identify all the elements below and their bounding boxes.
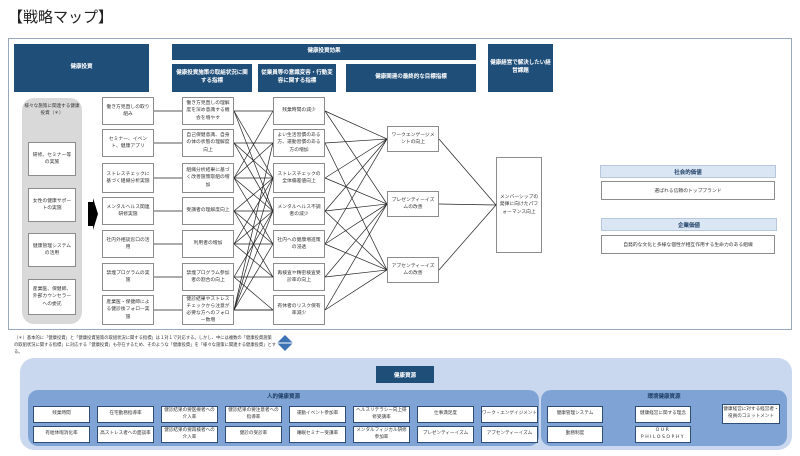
measure-col3-item: よい生活習慣のある方、運動習慣のある方の増加	[273, 129, 325, 157]
double-arrow-icon	[277, 335, 293, 351]
env-resources-title: 環境健康資源	[647, 394, 681, 400]
human-resource-item: 健診の受診率	[225, 426, 282, 443]
measure-col3-item: 再検査や精密検査受診率の向上	[273, 263, 325, 291]
measure-col1-item: メンタルヘルス関連研修実施	[102, 197, 154, 225]
target-item: ワークエンゲージメントの向上	[387, 126, 439, 152]
human-resource-item: 健診結果の要注意者への指導率	[225, 406, 282, 423]
human-resource-item: 健診結果の要医療者への介入率	[161, 406, 218, 423]
header-effect-sub1: 健康投資施策の取組状況に関する指標	[172, 64, 252, 92]
measure-col1-item: セミナー、イベント、健康アプリ	[102, 129, 154, 157]
human-resources-title: 人的健康資源	[266, 394, 300, 400]
measure-col1-item: 働き方見直しの取り組み	[102, 97, 154, 125]
measure-col3-item: メンタルヘルス不調者の減少	[273, 197, 325, 225]
human-resource-item: メンタルフィジカル研修参加率	[353, 426, 410, 443]
measure-col2-item: 自己保健意識、自身の体の状態の理解度向上	[182, 129, 234, 157]
goal-box: メンバーシップの発揮に向けたパフォーマンス向上	[496, 157, 542, 253]
measure-col2-item: 組織分析結果に基づく改善施策取組の増加	[182, 163, 234, 193]
measure-col3-item: 残業時間の減少	[273, 97, 325, 125]
footnote: （＊）基本的に「健康投資」と「健康投資施策の取組状況に関する指標」は１対１で対応…	[14, 336, 276, 355]
measure-col2-item: 健診結果やストレスチェックから注意が必要な方へのフォロー数増	[182, 295, 234, 325]
corporate-value-header: 企業価値	[601, 218, 777, 231]
measure-col2-item: 働き方見直しの理解度を深め意識する機会を増やす	[182, 97, 234, 125]
human-resource-item: プレゼンティーイズム	[417, 426, 474, 443]
header-effect-sub2: 従業員等の意識変容・行動変容に関する指標	[258, 64, 336, 92]
human-resource-item: 有給休暇消化率	[33, 426, 90, 443]
env-resource-item: 健康経営に関する理念	[635, 406, 691, 423]
env-resource-item: 健康経営に対する経営者・役員のコミットメント	[722, 404, 780, 424]
investment-item: 産業医、保健師、外部カウンセラーへの委託	[28, 279, 76, 315]
investment-panel-title: 様々な施策に関連する健康投資（＊）	[24, 104, 80, 116]
measure-col3-item: 有休者のリスク保有率減少	[273, 295, 325, 325]
human-resource-item: 運動イベント参加率	[289, 406, 346, 423]
header-effect-sub3: 健康関連の最終的な目標指標	[346, 64, 476, 92]
investment-item: 研修、セミナー等の実施	[28, 142, 76, 176]
measure-col3-item: 社内への健康増進策の浸透	[273, 230, 325, 258]
measure-col1-item: 社内外相談窓口の活用	[102, 230, 154, 258]
measure-col1-item: 禁煙プログラムの実施	[102, 263, 154, 291]
page-title: 【戦略マップ】	[8, 8, 114, 26]
env-resource-item: OUR PHILOSOPHY	[635, 426, 691, 443]
human-resource-item: アブセンティーイズム	[481, 426, 538, 443]
measure-col2-item: 禁煙プログラム参加者の割合の向上	[182, 263, 234, 291]
measure-col3-item: ストレスチェックの全体偏差値向上	[273, 163, 325, 193]
header-issue: 健康経営で解決したい経営課題	[488, 44, 553, 92]
measure-col1-item: ストレスチェックに基づく組織分析実施	[102, 163, 154, 193]
investment-item: 健康管理システムの活用	[28, 233, 76, 267]
target-item: プレゼンティーイズムの改善	[387, 191, 439, 217]
social-value-text: 選ばれる信頼のトップブランド	[601, 181, 775, 200]
measure-col2-item: 受講者の理解度向上	[182, 197, 234, 225]
measure-col1-item: 産業医・保健師による健診後フォロー実施	[102, 295, 154, 325]
right-arrow-icon	[88, 198, 98, 230]
env-resource-item: 勤務制度	[547, 426, 603, 443]
human-resource-item: 残業時間	[33, 406, 90, 423]
corporate-value-text: 自発的な文化と多様な個性が相互作用する生命力のある組織	[601, 235, 775, 254]
human-resource-item: ヘルスリテラシー向上研修受講率	[353, 406, 410, 423]
human-resource-item: 睡眠セミナー受講率	[289, 426, 346, 443]
human-resource-item: 仕事満足度	[417, 406, 474, 423]
measure-col2-item: 利用者の増加	[182, 230, 234, 258]
resources-header: 健康資源	[376, 366, 434, 383]
social-value-header: 社会的価値	[600, 165, 776, 178]
human-resource-item: 健診結果の要再検者への介入率	[161, 426, 218, 443]
env-resource-item: 健康管理システム	[547, 406, 603, 423]
human-resource-item: ワーク・エンゲイジメント	[481, 406, 538, 423]
human-resource-item: 高ストレス者への面談率	[97, 426, 154, 443]
human-resource-item: 在宅勤務指導率	[97, 406, 154, 423]
header-effect: 健康投資効果	[172, 44, 476, 60]
target-item: アブセンティーイズムの改善	[387, 257, 439, 283]
investment-item: 女性の健康サポートの実施	[28, 188, 76, 222]
header-investment: 健康投資	[14, 44, 149, 92]
